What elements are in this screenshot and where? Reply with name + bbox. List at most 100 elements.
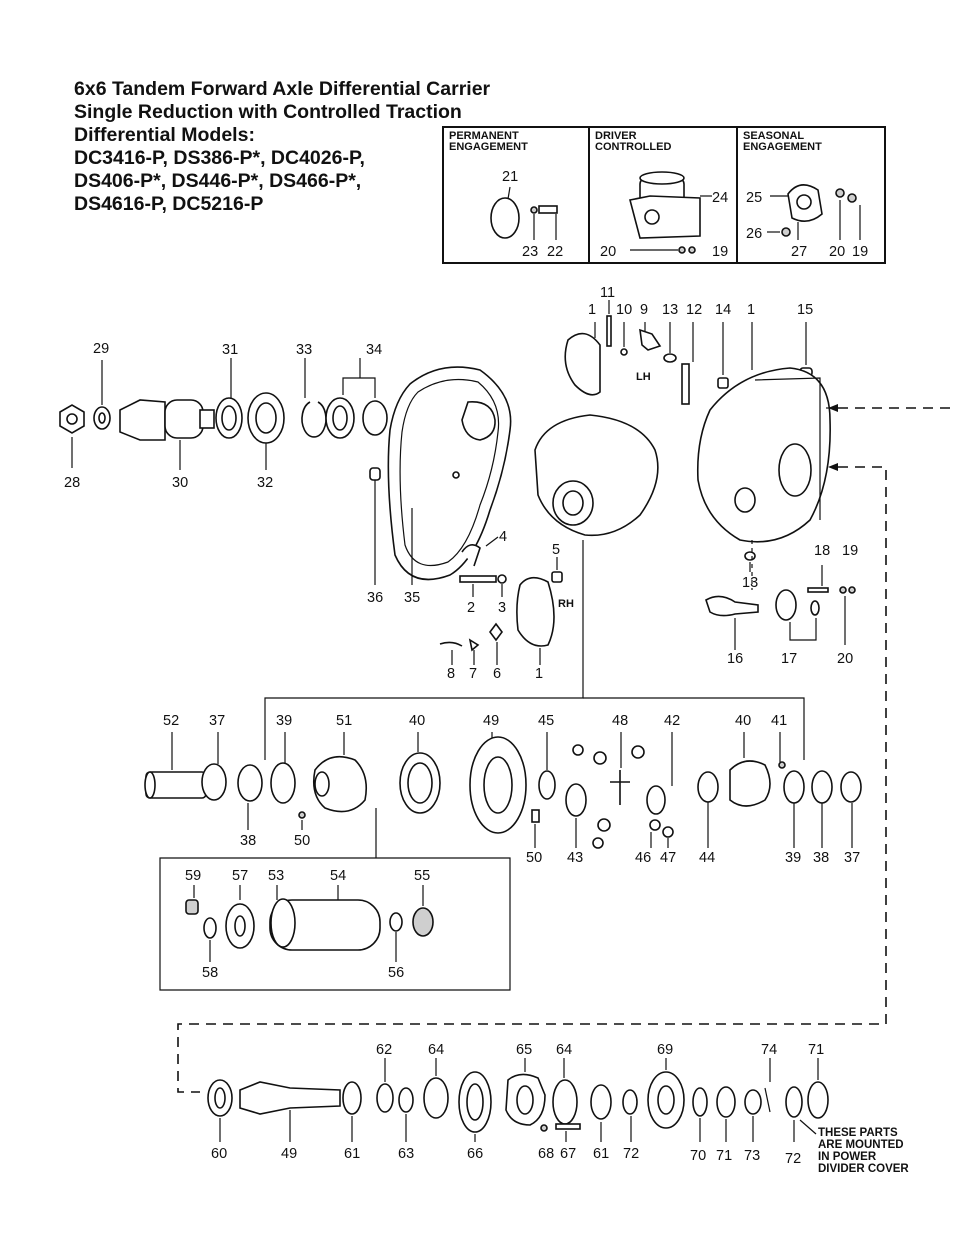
part-number-8: 8 bbox=[447, 666, 455, 682]
differential-assembly bbox=[534, 414, 659, 537]
part-number-41: 41 bbox=[771, 713, 787, 729]
pin-18 bbox=[807, 587, 829, 593]
part-number-7: 7 bbox=[469, 666, 477, 682]
thrust-washer-45 bbox=[538, 770, 556, 800]
part-number-58: 58 bbox=[202, 965, 218, 981]
bearing-cap-1-lower bbox=[516, 576, 555, 647]
part-number-20: 20 bbox=[837, 651, 853, 667]
part-number-40: 40 bbox=[735, 713, 751, 729]
bolt-50-left bbox=[298, 811, 306, 819]
plug-14 bbox=[717, 377, 729, 389]
cover-plate-21 bbox=[490, 197, 520, 239]
part-number-61: 61 bbox=[593, 1146, 609, 1162]
permanent-engagement-panel: PERMANENT ENGAGEMENT bbox=[444, 128, 590, 262]
plug-36 bbox=[369, 467, 381, 481]
part-number-12: 12 bbox=[686, 302, 702, 318]
bearing-cap-lower-group bbox=[439, 536, 563, 665]
screw-7 bbox=[468, 638, 480, 652]
part-number-4: 4 bbox=[499, 529, 507, 545]
part-number-5: 5 bbox=[552, 542, 560, 558]
bearing-cup-64-right bbox=[552, 1079, 578, 1125]
spring-59 bbox=[185, 899, 199, 915]
case-half-51 bbox=[312, 755, 368, 813]
part-number-39: 39 bbox=[276, 713, 292, 729]
bearing-71-right bbox=[807, 1081, 829, 1119]
part-number-31: 31 bbox=[222, 342, 238, 358]
bearing-cup-38-right bbox=[811, 770, 833, 804]
driver-controlled-heading: DRIVER CONTROLLED bbox=[595, 130, 672, 153]
bearing-71-left bbox=[716, 1086, 736, 1118]
part-number-24: 24 bbox=[712, 190, 728, 206]
part-number-43: 43 bbox=[567, 850, 583, 866]
washer-20 bbox=[839, 586, 847, 594]
clutch-discs-54 bbox=[269, 899, 381, 951]
part-number-72: 72 bbox=[785, 1151, 801, 1167]
part-number-35: 35 bbox=[404, 590, 420, 606]
ring-58 bbox=[203, 917, 217, 939]
part-number-42: 42 bbox=[664, 713, 680, 729]
washer-23 bbox=[530, 206, 538, 214]
part-number-3: 3 bbox=[498, 600, 506, 616]
pinion-42 bbox=[646, 785, 666, 815]
part-number-26: 26 bbox=[746, 226, 762, 242]
part-number-23: 23 bbox=[522, 244, 538, 260]
wire-8 bbox=[439, 641, 463, 647]
spider-48 bbox=[610, 770, 630, 805]
part-number-48: 48 bbox=[612, 713, 628, 729]
part-number-45: 45 bbox=[538, 713, 554, 729]
part-number-38: 38 bbox=[240, 833, 256, 849]
part-number-11: 11 bbox=[600, 285, 615, 301]
part-number-6: 6 bbox=[493, 666, 501, 682]
part-number-25: 25 bbox=[746, 190, 762, 206]
driver-controlled-panel: DRIVER CONTROLLED bbox=[590, 128, 738, 262]
part-number-10: 10 bbox=[616, 302, 632, 318]
nut-19 bbox=[848, 586, 856, 594]
pin-11 bbox=[606, 315, 612, 347]
part-number-50: 50 bbox=[526, 850, 542, 866]
part-number-29: 29 bbox=[93, 341, 109, 357]
shift-collar-17 bbox=[775, 589, 797, 621]
part-number-65: 65 bbox=[516, 1042, 532, 1058]
part-number-19: 19 bbox=[852, 244, 868, 260]
screw-26 bbox=[781, 227, 791, 237]
ring-70 bbox=[692, 1087, 708, 1117]
part-number-49: 49 bbox=[483, 713, 499, 729]
part-number-63: 63 bbox=[398, 1146, 414, 1162]
part-number-39: 39 bbox=[785, 850, 801, 866]
part-number-38: 38 bbox=[813, 850, 829, 866]
part-number-62: 62 bbox=[376, 1042, 392, 1058]
yoke-30 bbox=[119, 399, 166, 441]
bearing-cup-34b bbox=[362, 400, 388, 436]
seasonal-engagement-heading: SEASONAL ENGAGEMENT bbox=[743, 130, 822, 153]
part-number-19: 19 bbox=[842, 543, 858, 559]
ring-63 bbox=[398, 1087, 414, 1113]
part-number-22: 22 bbox=[547, 244, 563, 260]
input-shaft-49 bbox=[239, 1081, 341, 1115]
shift-fork-group bbox=[705, 540, 856, 650]
bearing-37-left bbox=[201, 763, 227, 801]
bearing-61-right bbox=[590, 1084, 612, 1120]
part-number-33: 33 bbox=[296, 342, 312, 358]
part-number-74: 74 bbox=[761, 1042, 777, 1058]
washer-10 bbox=[620, 348, 628, 356]
part-number-21: 21 bbox=[502, 169, 518, 185]
spacer-62 bbox=[376, 1083, 394, 1113]
bearing-cap-1-upper bbox=[564, 332, 601, 396]
part-number-66: 66 bbox=[467, 1146, 483, 1162]
ring-56 bbox=[389, 912, 403, 932]
bearing-61-left bbox=[342, 1081, 362, 1115]
part-number-72: 72 bbox=[623, 1146, 639, 1162]
part-number-49: 49 bbox=[281, 1146, 297, 1162]
carrier-cover-35 bbox=[387, 366, 512, 585]
part-number-53: 53 bbox=[268, 868, 284, 884]
part-number-59: 59 bbox=[185, 868, 201, 884]
part-number-67: 67 bbox=[560, 1146, 576, 1162]
washer-3 bbox=[497, 574, 507, 584]
part-number-28: 28 bbox=[64, 475, 80, 491]
part-number-callouts: 21 23 22 24 20 19 25 26 27 20 19 11 1 10… bbox=[64, 169, 868, 1167]
part-number-68: 68 bbox=[538, 1146, 554, 1162]
part-number-20: 20 bbox=[829, 244, 845, 260]
part-number-13: 13 bbox=[742, 575, 758, 591]
part-number-73: 73 bbox=[744, 1148, 760, 1164]
lock-9 bbox=[639, 328, 662, 351]
